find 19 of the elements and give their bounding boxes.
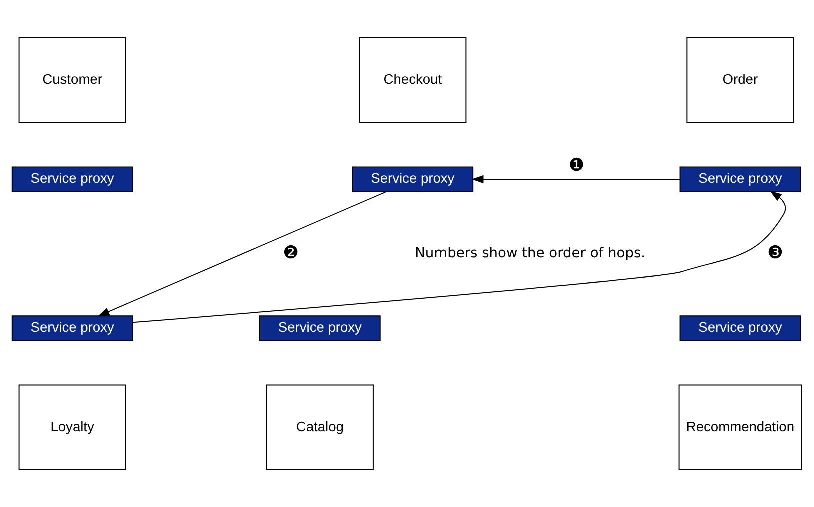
edge-label: ❷ [283,242,300,263]
node-box: Loyalty [18,384,126,470]
arrow [98,190,387,316]
node-box: Recommendation [678,384,802,470]
node-box: Service proxy [680,166,802,192]
node-box: Customer [18,36,126,123]
edge-label: ❸ [768,242,784,263]
node-box: Service proxy [12,315,134,341]
node-box: Checkout [359,36,467,123]
node-box: Service proxy [352,166,474,192]
node-box: Service proxy [12,166,134,192]
node-box: Order [686,36,794,123]
arrow [132,190,786,323]
arrow [472,174,681,184]
node-box: Service proxy [680,315,802,341]
edge-label: ❶ [568,156,585,176]
node-box: Service proxy [260,315,381,341]
node-box: Catalog [266,384,374,470]
label: Numbers show the order of hops. [415,245,646,262]
